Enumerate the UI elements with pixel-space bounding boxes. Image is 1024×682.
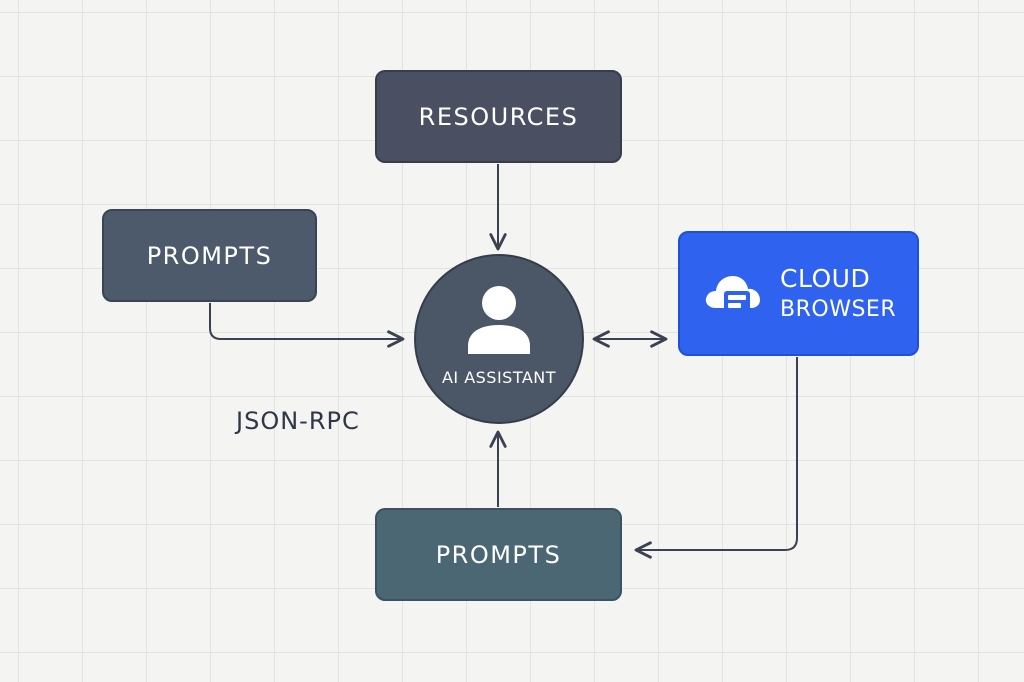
resources-label: RESOURCES: [418, 102, 579, 131]
cloud-label-line1: CLOUD: [780, 263, 871, 293]
prompts-bottom-label: PROMPTS: [435, 540, 562, 569]
resources-node[interactable]: RESOURCES: [375, 70, 622, 163]
user-icon: [468, 286, 530, 354]
prompts-left-label: PROMPTS: [146, 241, 273, 270]
prompts-node-left[interactable]: PROMPTS: [102, 209, 317, 302]
ai-assistant-label: AI ASSISTANT: [441, 368, 557, 387]
json-rpc-label: JSON-RPC: [236, 407, 360, 435]
cloud-browser-node[interactable]: CLOUD BROWSER: [678, 231, 919, 356]
arrow-prompts-left-to-assistant: [209, 303, 405, 348]
cloud-browser-label: CLOUD BROWSER: [780, 263, 896, 325]
arrow-cloud-to-prompts-bottom: [634, 357, 798, 559]
ai-assistant-node[interactable]: AI ASSISTANT: [414, 254, 584, 424]
cloud-label-line2: BROWSER: [780, 296, 897, 322]
prompts-node-bottom[interactable]: PROMPTS: [375, 508, 622, 601]
cloud-icon: [705, 275, 760, 313]
